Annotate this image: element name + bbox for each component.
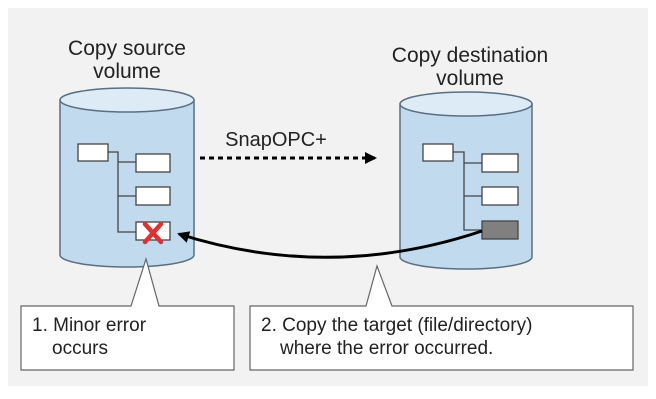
- error-x-icon: [142, 221, 164, 245]
- source-volume-title-line2: volume: [93, 60, 161, 83]
- error-target-file-icon: [481, 220, 519, 240]
- callout-error-box: [20, 256, 235, 371]
- callout-copy-box: [249, 264, 634, 371]
- destination-volume-cylinder-icon: [399, 91, 533, 270]
- source-folder-tree-icon: [77, 143, 171, 241]
- destination-folder-tree-icon: [422, 143, 519, 231]
- callout-copy-line1: 2. Copy the target (file/directory): [261, 315, 532, 336]
- callout-copy-line2: where the error occurred.: [279, 338, 493, 359]
- restore-curved-arrow: [177, 229, 483, 259]
- destination-volume-title-line2: volume: [436, 67, 504, 90]
- callout-error-line2: occurs: [52, 338, 108, 359]
- callout-error-line1: 1. Minor error: [32, 315, 147, 336]
- destination-volume-title-line1: Copy destination: [392, 44, 548, 67]
- source-volume-title-line1: Copy source: [68, 37, 186, 60]
- source-volume-cylinder-icon: [59, 87, 195, 268]
- copy-method-label: SnapOPC+: [225, 129, 327, 151]
